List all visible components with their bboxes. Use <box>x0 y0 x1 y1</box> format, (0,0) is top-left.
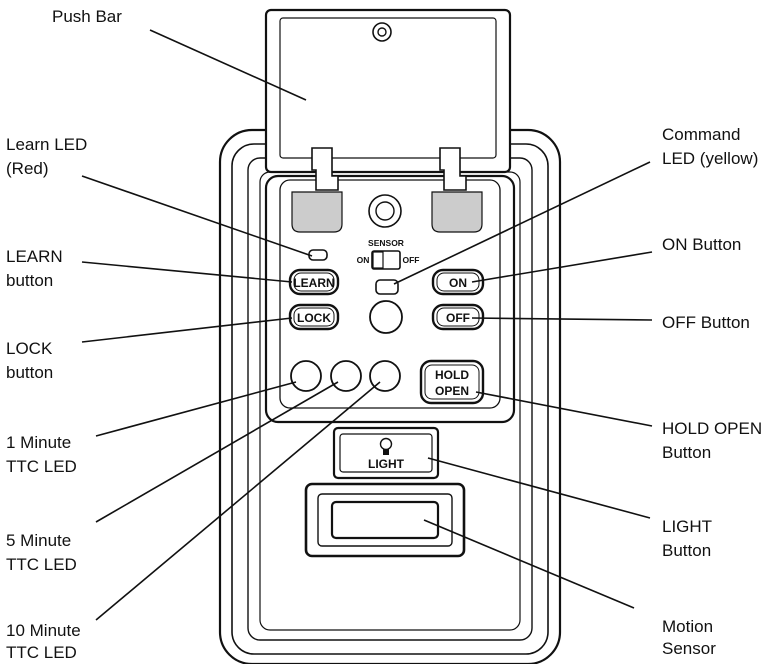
hinge-tab-left <box>311 147 339 191</box>
off-button-frame[interactable] <box>431 303 485 331</box>
label-motion-sensor: Motion Sensor <box>662 617 718 658</box>
on-button-label: ON <box>449 276 467 290</box>
label-learn-button-line1: LEARN <box>6 247 63 266</box>
label-hold-open-button-line2: Button <box>662 443 711 462</box>
push-bar[interactable] <box>264 8 512 174</box>
hold-open-button-frame[interactable] <box>419 359 485 405</box>
label-push-bar: Push Bar <box>52 7 122 26</box>
screw-hole-center <box>377 27 387 37</box>
label-light-button: LIGHT Button <box>662 517 717 560</box>
learn-button[interactable]: LEARN <box>288 268 340 296</box>
lock-button-frame[interactable] <box>288 303 340 331</box>
motion-sensor <box>304 482 466 558</box>
label-ttc-5min: 5 Minute TTC LED <box>6 531 77 574</box>
label-light-button-line2: Button <box>662 541 711 560</box>
hinge-tab-right <box>439 147 467 191</box>
label-command-led-line2: LED (yellow) <box>662 149 758 168</box>
ttc-led-5min <box>330 360 362 392</box>
leader-ttc-1min <box>95 381 297 437</box>
callout-lines <box>81 29 653 621</box>
light-button-inner <box>339 433 433 473</box>
label-hold-open-button-line1: HOLD OPEN <box>662 419 762 438</box>
on-button-inner <box>436 272 480 292</box>
learn-button-inner <box>293 272 335 292</box>
label-learn-led-line1: Learn LED <box>6 135 87 154</box>
label-ttc-10min-line1: 10 Minute <box>6 621 81 640</box>
hold-open-button-label-top: HOLD <box>435 368 469 382</box>
label-lock-button: LOCK button <box>6 339 57 382</box>
label-on-button: ON Button <box>662 235 741 254</box>
label-learn-led-line2: (Red) <box>6 159 49 178</box>
motion-sensor-bezel <box>317 493 453 547</box>
sensor-switch[interactable]: SENSOR ON OFF <box>357 238 420 270</box>
light-button[interactable]: LIGHT <box>332 426 440 480</box>
sensor-switch-on-label: ON <box>357 255 370 265</box>
hinge-pad-right <box>431 191 483 233</box>
label-command-led-line1: Command <box>662 125 740 144</box>
label-ttc-10min-line2: TTC LED <box>6 643 77 662</box>
label-learn-led: Learn LED (Red) <box>6 135 92 178</box>
lock-button-label: LOCK <box>297 311 331 325</box>
label-command-led: Command LED (yellow) <box>662 125 758 168</box>
leader-command-led <box>393 161 651 285</box>
label-learn-button-line2: button <box>6 271 53 290</box>
label-ttc-1min-line1: 1 Minute <box>6 433 71 452</box>
label-lock-button-line2: button <box>6 363 53 382</box>
label-ttc-5min-line2: TTC LED <box>6 555 77 574</box>
lock-button[interactable]: LOCK <box>288 303 340 331</box>
label-lock-button-line1: LOCK <box>6 339 53 358</box>
leader-ttc-5min <box>95 381 339 523</box>
label-on-button-line1: ON Button <box>662 235 741 254</box>
lock-button-inner <box>293 307 335 327</box>
off-button[interactable]: OFF <box>431 303 485 331</box>
label-hold-open-button: HOLD OPEN Button <box>662 419 767 462</box>
label-ttc-10min: 10 Minute TTC LED <box>6 621 85 662</box>
leader-light-button <box>427 457 651 519</box>
command-led <box>375 279 399 295</box>
label-motion-sensor-line2: Sensor <box>662 639 716 658</box>
leader-learn-led <box>81 175 313 257</box>
label-learn-button: LEARN button <box>6 247 67 290</box>
hinge-pad-left <box>291 191 343 233</box>
push-bar-cover[interactable] <box>264 8 512 174</box>
sensor-switch-label: SENSOR <box>368 238 404 248</box>
top-round-lens-inner <box>375 201 395 221</box>
learn-button-label: LEARN <box>293 276 334 290</box>
learn-led <box>308 249 328 261</box>
label-light-button-line1: LIGHT <box>662 517 712 536</box>
sensor-switch-toggle <box>372 251 384 269</box>
sensor-switch-off-label: OFF <box>403 255 420 265</box>
motion-sensor-lens <box>330 500 440 540</box>
leader-hold-open-button <box>475 391 653 427</box>
light-button-label: LIGHT <box>368 457 405 471</box>
compartment-inner <box>279 179 501 409</box>
label-ttc-5min-line1: 5 Minute <box>6 531 71 550</box>
on-button-frame[interactable] <box>431 268 485 296</box>
leader-learn-button <box>81 261 293 283</box>
leader-ttc-10min <box>95 381 381 621</box>
on-button[interactable]: ON <box>431 268 485 296</box>
light-bulb-icon <box>379 437 393 455</box>
hold-open-button-inner <box>424 364 480 400</box>
label-motion-sensor-line1: Motion <box>662 617 713 636</box>
hold-open-button-label-bottom: OPEN <box>435 384 469 398</box>
label-ttc-1min: 1 Minute TTC LED <box>6 433 77 476</box>
leader-on-button <box>471 251 653 283</box>
ttc-led-1min <box>290 360 322 392</box>
leader-lock-button <box>81 317 293 343</box>
label-off-button-line1: OFF Button <box>662 313 750 332</box>
off-button-inner <box>436 307 480 327</box>
round-center-button[interactable] <box>369 300 403 334</box>
label-ttc-1min-line2: TTC LED <box>6 457 77 476</box>
hold-open-button[interactable]: HOLD OPEN <box>419 359 485 405</box>
leader-motion-sensor <box>423 519 635 609</box>
label-push-bar-line1: Push Bar <box>52 7 122 26</box>
leader-off-button <box>471 317 653 321</box>
label-off-button: OFF Button <box>662 313 750 332</box>
off-button-label: OFF <box>446 311 470 325</box>
leader-push-bar <box>149 29 307 101</box>
